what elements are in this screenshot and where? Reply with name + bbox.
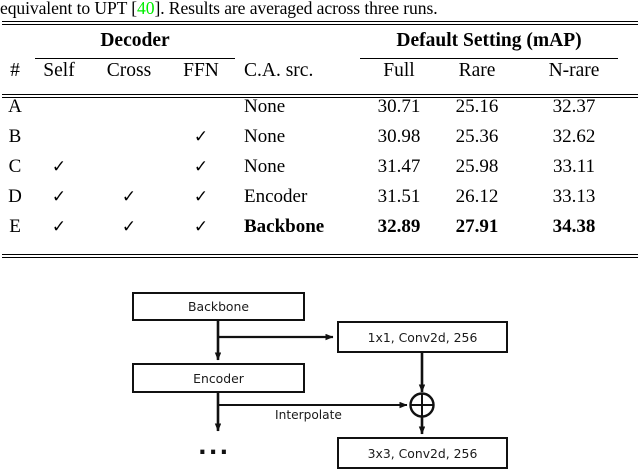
- cell-full: 32.89: [377, 216, 421, 237]
- diagram-node-encoder[interactable]: Encoder: [132, 363, 305, 393]
- cell-cross: ✓: [121, 187, 137, 206]
- cell-full: 30.98: [377, 126, 421, 147]
- cell-n-rare: 33.13: [552, 186, 596, 207]
- cell-self: ✓: [51, 217, 67, 236]
- group-rule-default-setting: [360, 58, 618, 60]
- table-rule-header: [2, 94, 638, 96]
- diagram-node-conv3x3[interactable]: 3x3, Conv2d, 256: [337, 437, 508, 469]
- diagram-node-conv1x1-label: 1x1, Conv2d, 256: [367, 329, 478, 345]
- cell-rare: 25.16: [455, 96, 499, 117]
- row-id: D: [8, 186, 22, 207]
- row-id: A: [8, 96, 22, 117]
- cell-n-rare: 34.38: [552, 216, 596, 237]
- figure-caption: equivalent to UPT [40]. Results are aver…: [0, 0, 640, 19]
- diagram-node-conv3x3-label: 3x3, Conv2d, 256: [367, 445, 478, 461]
- sum-node-icon: [409, 392, 435, 418]
- architecture-diagram: Backbone Encoder 1x1, Conv2d, 256 3x3, C…: [0, 276, 640, 469]
- cell-rare: 25.98: [455, 156, 499, 177]
- results-table: Decoder Default Setting (mAP) # Self Cro…: [0, 26, 640, 242]
- column-header-self: Self: [43, 60, 75, 81]
- table-column-header-row: # Self Cross FFN C.A. src. Full Rare N-r…: [0, 56, 640, 86]
- cell-ffn: ✓: [193, 127, 209, 146]
- cell-ca-src: Backbone: [244, 216, 325, 237]
- edge-label-interpolate: Interpolate: [275, 408, 342, 422]
- column-header-full: Full: [383, 60, 415, 81]
- table-rule-top: [2, 21, 638, 23]
- caption-prefix: equivalent to UPT [: [0, 0, 138, 18]
- group-rule-decoder: [35, 58, 235, 60]
- row-id: E: [9, 216, 21, 237]
- caption-suffix: ]. Results are averaged across three run…: [154, 0, 438, 18]
- cell-full: 31.47: [377, 156, 421, 177]
- cell-ca-src: None: [244, 156, 286, 177]
- table-row: E ✓ ✓ ✓ Backbone 32.89 27.91 34.38: [0, 212, 640, 242]
- cell-self: ✓: [51, 187, 67, 206]
- cell-n-rare: 32.62: [552, 126, 596, 147]
- column-header-cross: Cross: [106, 60, 152, 81]
- row-id: C: [8, 156, 22, 177]
- cell-cross: ✓: [121, 217, 137, 236]
- cell-rare: 25.36: [455, 126, 499, 147]
- column-header-ffn: FFN: [183, 60, 219, 81]
- cell-ca-src: Encoder: [244, 186, 308, 207]
- table-row: D ✓ ✓ ✓ Encoder 31.51 26.12 33.13: [0, 182, 640, 212]
- table-rule-top-second: [2, 24, 638, 26]
- column-header-rare: Rare: [458, 60, 496, 81]
- cell-ffn: ✓: [193, 187, 209, 206]
- group-header-decoder: Decoder: [100, 30, 170, 51]
- table-rule-bottom: [2, 254, 638, 256]
- table-row: B ✓ None 30.98 25.36 32.62: [0, 122, 640, 152]
- diagram-node-backbone-label: Backbone: [187, 299, 249, 314]
- column-header-index: #: [10, 60, 20, 81]
- cell-ca-src: None: [244, 126, 286, 147]
- diagram-node-conv1x1[interactable]: 1x1, Conv2d, 256: [337, 321, 508, 353]
- cell-rare: 27.91: [455, 216, 499, 237]
- caption-citation: 40: [137, 0, 155, 18]
- table-rule-header-second: [2, 96, 638, 98]
- cell-full: 30.71: [377, 96, 421, 117]
- cell-n-rare: 32.37: [552, 96, 596, 117]
- cell-full: 31.51: [377, 186, 421, 207]
- cell-ffn: ✓: [193, 217, 209, 236]
- cell-ffn: ✓: [193, 157, 209, 176]
- table-row: A None 30.71 25.16 32.37: [0, 92, 640, 122]
- cell-n-rare: 33.11: [552, 156, 596, 177]
- diagram-node-encoder-label: Encoder: [193, 370, 244, 386]
- table-row: C ✓ ✓ None 31.47 25.98 33.11: [0, 152, 640, 182]
- diagram-connectors: [214, 321, 435, 435]
- group-header-default-setting: Default Setting (mAP): [396, 30, 582, 51]
- diagram-node-backbone[interactable]: Backbone: [132, 292, 305, 321]
- diagram-node-ellipsis: ...: [198, 434, 231, 460]
- table-rule-bottom-second: [2, 257, 638, 259]
- table-group-header-row: Decoder Default Setting (mAP): [0, 26, 640, 56]
- column-header-ca-src: C.A. src.: [244, 60, 314, 81]
- cell-ca-src: None: [244, 96, 286, 117]
- row-id: B: [8, 126, 22, 147]
- column-header-n-rare: N-rare: [548, 60, 600, 81]
- cell-self: ✓: [51, 157, 67, 176]
- cell-rare: 26.12: [455, 186, 499, 207]
